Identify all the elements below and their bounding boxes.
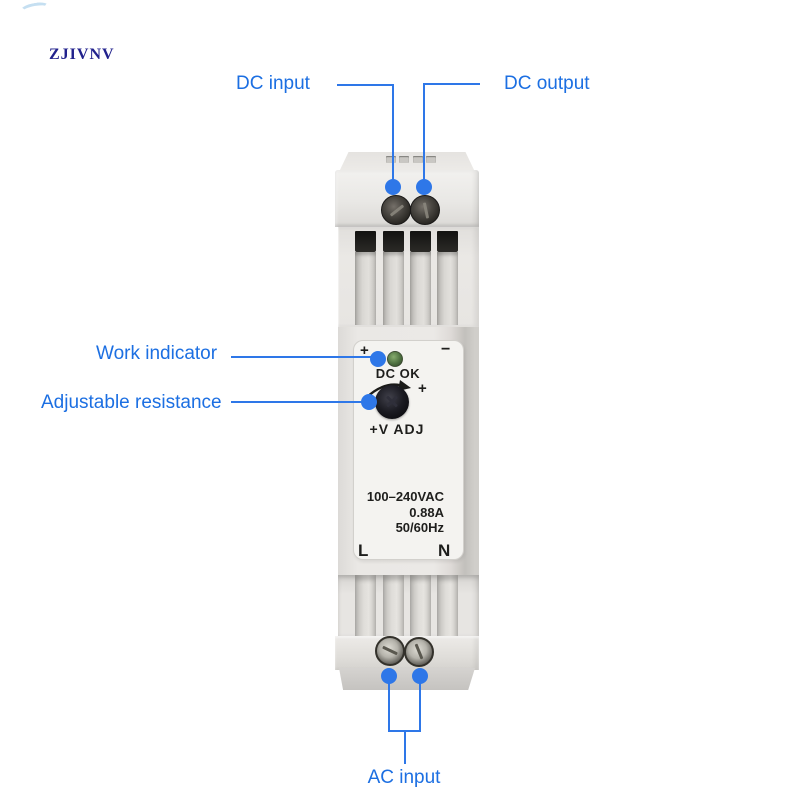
- top-vent-mark: [386, 156, 396, 163]
- rating-voltage: 100–240VAC: [366, 489, 444, 504]
- vent-groove: [355, 575, 376, 637]
- adjustable-resistance-label: Adjustable resistance: [41, 392, 222, 413]
- vent-slot: [410, 231, 431, 325]
- vent-slot: [383, 231, 404, 325]
- ac-input-label: AC input: [367, 767, 441, 788]
- potentiometer-knob: [375, 385, 409, 419]
- ac-input-callout-line: [404, 730, 406, 764]
- adjust-plus-print: +: [418, 380, 427, 397]
- neutral-terminal-print: N: [438, 541, 451, 560]
- adjustable-resistance-callout-line: [231, 401, 369, 403]
- dc-terminal-block: [335, 170, 479, 227]
- dc-input-callout-dot: [385, 179, 401, 195]
- ac-input-callout-line: [388, 680, 390, 732]
- power-supply-unit: + − DC OK + +V ADJ 100–240VAC 0.88A 50/6: [335, 152, 479, 690]
- ac-input-callout-dot: [412, 668, 428, 684]
- dc-input-callout-line: [392, 84, 394, 184]
- top-vent-mark: [399, 156, 409, 163]
- dc-output-terminal-screw: [410, 195, 440, 225]
- dc-output-label: DC output: [504, 73, 590, 94]
- device-main-body: + − DC OK + +V ADJ 100–240VAC 0.88A 50/6: [338, 327, 479, 575]
- watermark-text: ZJIVNV: [49, 46, 115, 63]
- work-indicator-callout-dot: [370, 351, 386, 367]
- ac-input-terminal-screw: [375, 636, 405, 666]
- polarity-plus-print: +: [360, 342, 369, 359]
- vent-slot: [437, 231, 458, 325]
- dc-output-callout-line: [424, 83, 480, 85]
- front-label-panel: + − DC OK + +V ADJ 100–240VAC 0.88A 50/6: [353, 340, 464, 560]
- voltage-adjust-label: +V ADJ: [369, 421, 425, 437]
- lower-vent-section: [338, 575, 479, 637]
- vent-groove: [383, 575, 404, 637]
- adjustable-resistance-callout-dot: [361, 394, 377, 410]
- upper-vent-section: [338, 227, 479, 327]
- ac-input-callout-line: [419, 680, 421, 732]
- vent-groove: [410, 575, 431, 637]
- ac-input-callout-dot: [381, 668, 397, 684]
- device-bottom-face: [339, 668, 475, 690]
- dc-output-callout-dot: [416, 179, 432, 195]
- top-vent-mark: [413, 156, 423, 163]
- work-indicator-callout-line: [231, 356, 377, 358]
- rating-current: 0.88A: [409, 504, 444, 520]
- rating-frequency: 50/60Hz: [395, 520, 444, 535]
- dc-output-callout-line: [423, 83, 425, 184]
- device-top-face: [339, 152, 475, 172]
- vent-slot: [355, 231, 376, 325]
- top-vent-mark: [426, 156, 436, 163]
- dc-input-callout-line: [337, 84, 393, 86]
- ac-input-terminal-screw: [404, 637, 434, 667]
- dc-ok-label: DC OK: [375, 366, 421, 381]
- work-indicator-label: Work indicator: [96, 343, 218, 364]
- dc-ok-led-icon: [387, 351, 403, 367]
- ratings-text: 100–240VAC 0.88A 50/60Hz: [367, 489, 444, 536]
- line-terminal-print: L: [358, 541, 369, 560]
- dc-input-label: DC input: [236, 73, 310, 94]
- vent-groove: [437, 575, 458, 637]
- polarity-minus-print: −: [441, 341, 451, 358]
